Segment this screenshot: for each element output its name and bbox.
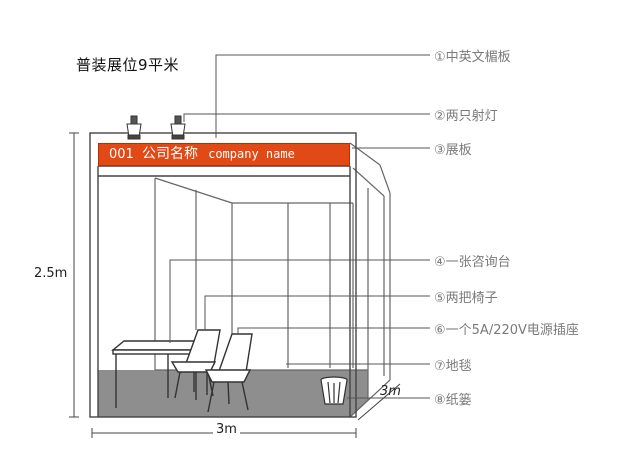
dimension-height: 2.5m (34, 266, 68, 281)
leader-line-spotlights (183, 113, 430, 122)
leader-line-info-desk (169, 259, 430, 343)
callout-info-desk: ④一张咨询台 (434, 255, 511, 270)
leader-line-socket (237, 327, 430, 334)
leader-line-chairs (204, 295, 430, 330)
fascia-company-cn: 公司名称 (141, 146, 198, 162)
fascia-board: 001 公司名称 company name (98, 143, 350, 166)
chair-icon (204, 333, 253, 413)
chair-icon (170, 329, 221, 399)
callout-wastebasket: ⑧纸篓 (434, 393, 472, 408)
callout-spotlights: ②两只射灯 (434, 109, 498, 124)
spotlight-left-icon (126, 115, 142, 140)
wastebasket-icon (320, 376, 348, 405)
callout-fascia-board: ①中英文楣板 (434, 50, 511, 65)
dimension-width: 3m (213, 422, 240, 437)
booth-title: 普装展位9平米 (76, 56, 180, 74)
callout-chairs: ⑤两把椅子 (434, 291, 498, 306)
callout-carpet: ⑦地毯 (434, 359, 472, 374)
fascia-company-en: company name (208, 147, 295, 161)
callout-socket: ⑥一个5A/220V电源插座 (434, 323, 579, 338)
callout-panel: ③展板 (434, 143, 472, 158)
side-wall (349, 142, 391, 418)
front-frame (89, 132, 357, 418)
spotlight-right-icon (170, 115, 186, 140)
dimension-depth: 3m (380, 384, 401, 399)
carpet-floor (98, 370, 368, 417)
leader-lines (169, 54, 430, 399)
leader-line-fascia (215, 54, 430, 138)
fascia-number: 001 (109, 147, 134, 162)
